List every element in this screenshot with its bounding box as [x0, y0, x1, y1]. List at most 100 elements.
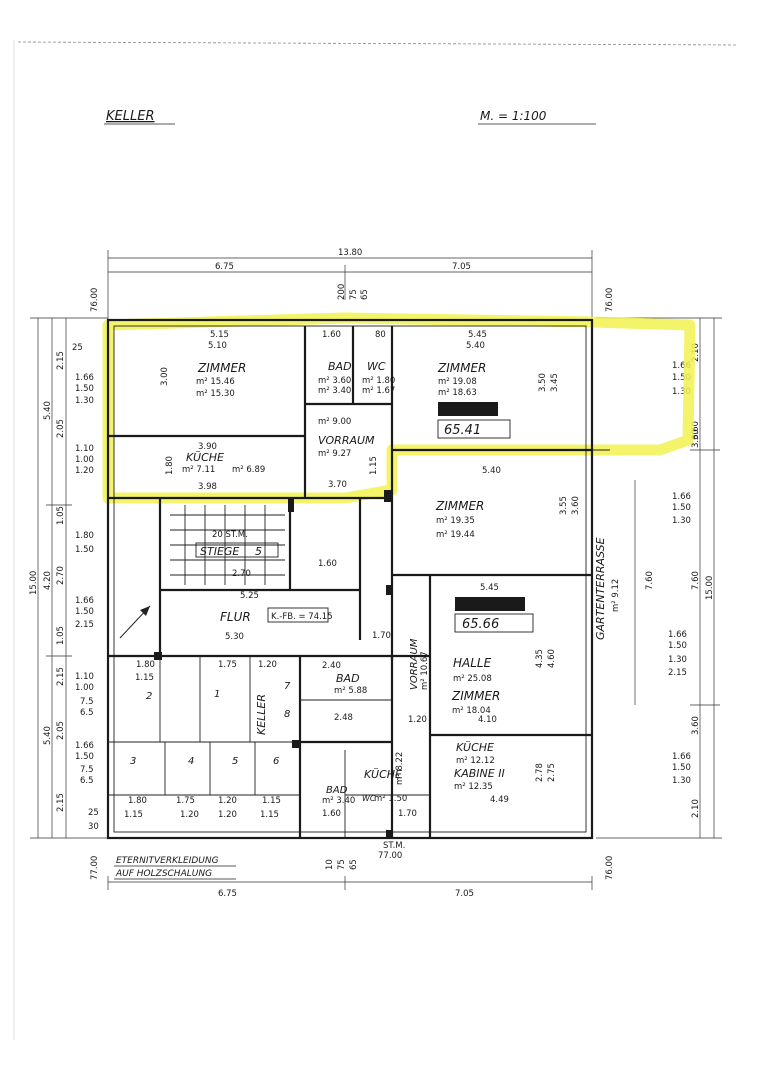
dim-left-inner-18: 1.10	[75, 672, 94, 682]
sheet-title: KELLER	[106, 109, 154, 124]
dim-right-inner-0: 2.10	[691, 343, 701, 362]
scan-top-edge	[17, 41, 739, 46]
storage-number-5: 5	[232, 756, 238, 767]
dim-bottom-st: ST.M.	[383, 841, 405, 851]
room-zimmer-mid-dim-0: 4.10	[478, 715, 497, 725]
storage-dim-3: 1.15	[262, 796, 281, 806]
dim-bottom-total: 77.00	[378, 851, 402, 861]
left-dimensions: 15.00 5.40 4.20 5.40 25 2.15 1.66 1.50 1…	[29, 317, 108, 839]
storage-number-6: 6	[273, 756, 279, 767]
room-kueche-lower-area1: m² 12.12	[456, 756, 495, 766]
dim-right-outer-2: 7.60	[691, 571, 701, 590]
storage-number-2: 2	[146, 691, 152, 702]
room-halle-dim-0: 5.45	[480, 583, 499, 593]
room-bad-mid-dim-0: 2.40	[322, 661, 341, 671]
storage-dim-7: 1.15	[260, 810, 279, 820]
dim-right-inner-12: 1.66	[672, 752, 691, 762]
room-zimmer-ne-dim-3: 3.45	[550, 373, 560, 392]
room-vorraum-upper-dim-1: 1.15	[369, 456, 379, 475]
room-keller-dim-1: 1.75	[218, 660, 237, 670]
dim-left-inner-28: 25	[88, 808, 99, 818]
storage-dim-4: 1.15	[124, 810, 143, 820]
room-keller-name: KELLER	[255, 694, 268, 735]
dim-left-inner-19: 1.00	[75, 683, 94, 693]
room-zimmer-ne-area1: m² 19.08	[438, 377, 477, 387]
room-zimmer-mid-name: ZIMMER	[451, 689, 500, 703]
room-flur: 5.25 FLUR 5.30 1.70 K.-FB. = 74.15	[220, 591, 391, 642]
dim-left-inner-15: 2.15	[75, 620, 94, 630]
dim-left-inner-25: 7.5	[80, 765, 94, 775]
dim-bottom-right: 7.05	[455, 889, 474, 899]
dim-top-mid-1: 75	[349, 289, 359, 300]
room-stiege-name: STIEGE	[200, 545, 239, 558]
room-zimmer-nw-dim-1: 5.10	[208, 341, 227, 351]
room-vorraum-upper-name: VORRAUM	[318, 434, 375, 447]
room-vorraum-lower-name: VORRAUM	[409, 638, 420, 690]
dim-top-left: 6.75	[215, 262, 234, 272]
room-kueche-upper-area2: m² 6.89	[232, 465, 265, 475]
top-dimensions: 13.80 6.75 7.05 200 75 65 76.00 76.00	[90, 248, 615, 320]
dim-left-outer-1: 5.40	[43, 401, 53, 420]
room-bad-lower-dim-0: 1.60	[322, 809, 341, 819]
dim-left-inner-6: 1.10	[75, 444, 94, 454]
room-kueche-upper-dim-2: 1.80	[165, 456, 175, 475]
area-box-lower: 65.66	[454, 597, 534, 633]
room-vorraum-upper-area2: m² 9.27	[318, 449, 351, 459]
storage-dim-5: 1.20	[180, 810, 199, 820]
room-wc-lower-name: WC	[362, 794, 376, 803]
room-kueche-small: KÜCHE m² 8.22	[364, 752, 405, 785]
room-flur-dim-0: 5.25	[240, 591, 259, 601]
floor-level-label: K.-FB. = 74.15	[271, 612, 333, 622]
room-keller: KELLER 1.80 1.75 1.20	[136, 660, 277, 735]
room-halle-name: HALLE	[453, 656, 492, 670]
room-keller-dim-2: 1.20	[258, 660, 277, 670]
storage-number-1: 1	[214, 689, 220, 700]
room-kabine-dim-1: 2.75	[547, 763, 557, 782]
dim-left-inner-3: 1.50	[75, 384, 94, 394]
dim-left-inner-7: 1.00	[75, 455, 94, 465]
dim-left-inner-11: 1.50	[75, 545, 94, 555]
room-zimmer-east-area2: m² 19.44	[436, 530, 475, 540]
room-wc-lower: WC m² 1.50	[362, 794, 407, 804]
dim-left-inner-27: 2.15	[56, 793, 66, 812]
dim-bottom-mid-0: 10	[325, 859, 335, 870]
dim-right-inner-5: 1.66	[672, 492, 691, 502]
room-kueche-small-name: KÜCHE	[364, 768, 402, 781]
room-flur-name: FLUR	[220, 610, 251, 624]
room-zimmer-east-area1: m² 19.35	[436, 516, 475, 526]
wall-blocks	[154, 490, 392, 838]
room-wc-upper: 80 WC m² 1.80 m² 1.67	[362, 330, 395, 396]
storage-number-7: 7	[284, 681, 291, 692]
dim-right-inner-13: 1.50	[672, 763, 691, 773]
room-bad-mid-area1: m² 5.88	[334, 686, 367, 696]
area-box-lower-value: 65.66	[462, 617, 499, 632]
room-vorraum-lower-area1: m² 10.67	[420, 651, 430, 690]
room-bad-upper-name: BAD	[328, 360, 352, 373]
dim-right-outer-3: 3.60	[691, 716, 701, 735]
dim-right-inner-8: 1.66	[668, 630, 687, 640]
room-keller-dim-0: 1.80	[136, 660, 155, 670]
room-stiege-dim-1: 20 ST.M.	[212, 530, 248, 540]
dim-left-inner-4: 1.30	[75, 396, 94, 406]
room-kueche-upper-name: KÜCHE	[186, 451, 224, 464]
room-gartenterrasse-dim-0: 7.60	[645, 571, 655, 590]
dim-right-inner-1: 1.66	[672, 361, 691, 371]
dim-left-inner-24: 1.50	[75, 752, 94, 762]
dim-left-inner-21: 6.5	[80, 708, 94, 718]
room-zimmer-nw-dim-0: 5.15	[210, 330, 229, 340]
dim-left-outer-2: 4.20	[43, 571, 53, 590]
room-kueche-upper-area1: m² 7.11	[182, 465, 215, 475]
dim-left-inner-12: 2.70	[56, 566, 66, 585]
room-zimmer-ne: 5.45 5.40 3.50 3.45 ZIMMER m² 19.08 m² 1…	[437, 330, 560, 398]
room-bad-mid-name: BAD	[336, 672, 360, 685]
storage-number-3: 3	[130, 756, 136, 767]
room-wc-upper-name: WC	[367, 360, 386, 373]
room-bad-mid: 2.40 BAD m² 5.88 2.48	[322, 661, 367, 723]
outer-walls	[106, 318, 610, 840]
room-zimmer-nw-area2: m² 15.30	[196, 389, 235, 399]
room-wc-lower-area1: m² 1.50	[374, 794, 407, 804]
dim-left-inner-17: 2.15	[56, 667, 66, 686]
room-halle-dim-1: 4.35	[535, 649, 545, 668]
dim-left-inner-14: 1.50	[75, 607, 94, 617]
